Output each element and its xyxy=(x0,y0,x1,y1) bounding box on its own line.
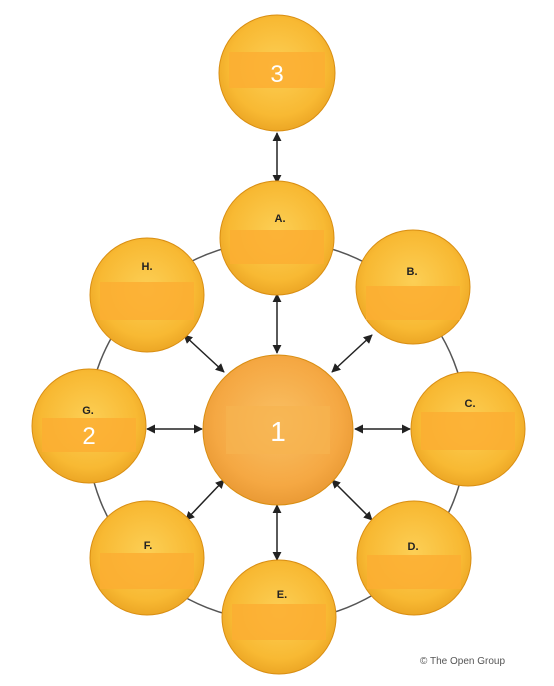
node-c-letter: C. xyxy=(465,398,476,410)
node-d-band xyxy=(367,555,461,589)
node-top: 3 xyxy=(218,14,336,132)
arrow-center-f xyxy=(185,479,225,521)
node-b-letter: B. xyxy=(407,266,418,278)
node-h-letter: H. xyxy=(142,261,153,273)
node-h-band xyxy=(100,282,194,320)
node-d: D. xyxy=(356,500,472,616)
arrow-center-d xyxy=(331,479,373,521)
node-b: B. xyxy=(355,229,471,345)
node-a-letter: A. xyxy=(275,213,286,225)
node-b-band xyxy=(366,286,460,320)
node-e: E. xyxy=(221,559,337,675)
node-d-letter: D. xyxy=(408,541,419,553)
connectors xyxy=(146,132,411,561)
node-e-band xyxy=(232,604,326,640)
arrow-center-h xyxy=(183,334,225,373)
node-g-letter: G. xyxy=(82,405,94,417)
node-a-band xyxy=(230,230,324,264)
node-center-number: 1 xyxy=(270,416,286,447)
node-top-number: 3 xyxy=(270,61,283,88)
node-g: G. 2 xyxy=(31,368,147,484)
node-center: 1 xyxy=(202,354,354,506)
node-f-band xyxy=(100,553,194,589)
node-g-number: 2 xyxy=(82,423,95,450)
node-top-band xyxy=(229,52,325,88)
node-h: H. xyxy=(89,237,205,353)
node-f: F. xyxy=(89,500,205,616)
arrow-center-b xyxy=(331,334,373,373)
node-a: A. xyxy=(219,180,335,296)
node-c-band xyxy=(421,412,515,450)
node-e-letter: E. xyxy=(277,589,287,601)
node-c: C. xyxy=(410,371,526,487)
node-f-letter: F. xyxy=(144,540,153,552)
node-center-band xyxy=(226,406,330,454)
node-g-band xyxy=(42,418,136,452)
copyright-notice: © The Open Group xyxy=(420,656,506,667)
